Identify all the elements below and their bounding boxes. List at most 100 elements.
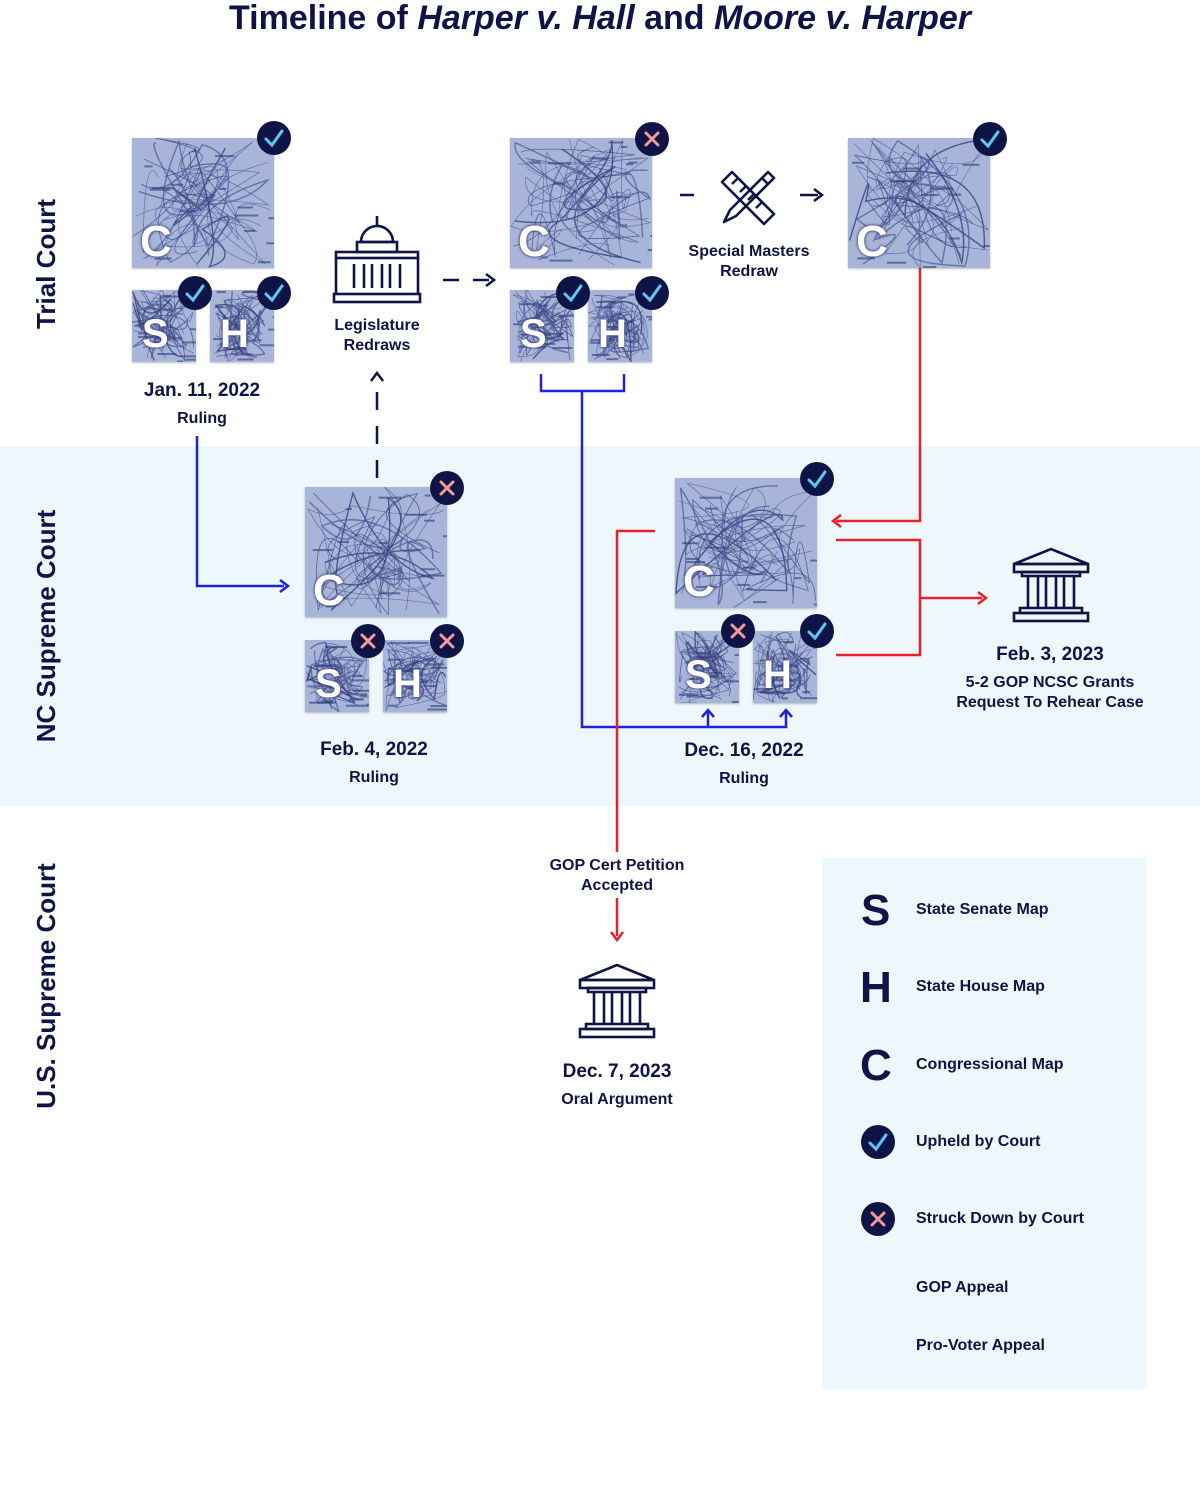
- legend-congress-text: Congressional Map: [916, 1056, 1064, 1073]
- map-letter: S: [315, 662, 342, 706]
- label-ruling: Ruling: [177, 410, 227, 427]
- legend-house-symbol: H: [860, 963, 892, 1012]
- map-letter: H: [393, 662, 422, 706]
- legend: [822, 858, 1147, 1389]
- congressional-map: C: [675, 478, 817, 608]
- ncsc-band: [0, 446, 1200, 806]
- state-senate-map: S: [132, 290, 196, 362]
- x-mark-icon: [635, 122, 669, 156]
- label-oral-argument: Oral Argument: [561, 1091, 673, 1108]
- pro-voter-appeal-line: [539, 374, 788, 729]
- courthouse-icon: [1012, 547, 1090, 623]
- map-texture: [510, 138, 652, 266]
- map-texture: [753, 631, 817, 703]
- courthouse-icon: [578, 963, 656, 1039]
- date-feb-4-2022: Feb. 4, 2022: [320, 739, 428, 760]
- checkmark-icon: [178, 276, 212, 310]
- label-rehear-case: 5-2 GOP NCSC Grants Request To Rehear Ca…: [920, 673, 1180, 713]
- arrowhead: [610, 931, 624, 943]
- arrowhead: [279, 579, 291, 593]
- label-legislature-redraws: Legislature Redraws: [297, 316, 457, 356]
- congressional-map: C: [848, 138, 990, 268]
- map-texture: [848, 138, 990, 268]
- gop-appeal-line: [836, 538, 982, 657]
- capitol-building-icon: [332, 216, 422, 304]
- arrowhead: [977, 591, 989, 605]
- checkmark-icon: [800, 614, 834, 648]
- map-letter: C: [313, 566, 345, 615]
- map-letter: S: [520, 312, 547, 356]
- map-texture: [133, 138, 274, 268]
- map-letter: H: [763, 653, 792, 697]
- x-mark-icon: [721, 614, 755, 648]
- congressional-map: C: [510, 138, 652, 268]
- arrowhead: [485, 273, 497, 287]
- x-mark-icon: [351, 624, 385, 658]
- gop-appeal-line: [615, 529, 655, 936]
- label-ruling: Ruling: [349, 769, 399, 786]
- checkmark-icon: [257, 276, 291, 310]
- date-dec-7-2023: Dec. 7, 2023: [562, 1061, 672, 1082]
- checkmark-icon: [973, 122, 1007, 156]
- checkmark-icon: [556, 276, 590, 310]
- legend-struck-text: Struck Down by Court: [916, 1210, 1085, 1227]
- label-line: 5-2 GOP NCSC Grants: [965, 674, 1135, 691]
- map-texture: [383, 640, 447, 712]
- label-line: Special Masters: [688, 243, 810, 260]
- title-and: and: [634, 0, 714, 37]
- label-ruling: Ruling: [719, 770, 769, 787]
- map-letter: S: [685, 653, 712, 697]
- x-mark-icon: [861, 1202, 895, 1236]
- legend-house-text: State House Map: [916, 978, 1045, 995]
- title-case-1: Harper v. Hall: [417, 0, 635, 37]
- map-texture: [305, 641, 369, 712]
- label-cert-petition: GOP Cert Petition Accepted: [517, 856, 717, 896]
- state-house-map: H: [588, 290, 652, 362]
- label-line: Request To Rehear Case: [956, 694, 1144, 711]
- map-letter: H: [598, 312, 627, 356]
- map-texture: [306, 487, 447, 616]
- map-texture: [588, 292, 652, 362]
- title-prefix: Timeline of: [229, 0, 418, 37]
- arrowhead: [830, 514, 842, 528]
- x-mark-icon: [430, 624, 464, 658]
- map-letter: C: [140, 217, 172, 266]
- pencil-ruler-icon: [720, 170, 776, 226]
- label-line: Redraw: [720, 263, 778, 280]
- legend-senate-text: State Senate Map: [916, 901, 1049, 918]
- congressional-map: C: [132, 138, 274, 268]
- gop-appeal-line: [836, 268, 922, 523]
- map-letter: C: [856, 217, 888, 266]
- map-texture: [512, 290, 574, 362]
- checkmark-icon: [861, 1125, 895, 1159]
- label-special-masters-redraw: Special Masters Redraw: [669, 242, 829, 282]
- map-texture: [132, 290, 196, 362]
- map-letter: S: [142, 312, 169, 356]
- state-senate-map: S: [675, 631, 739, 703]
- label-line: Accepted: [580, 877, 654, 894]
- checkmark-icon: [257, 121, 291, 155]
- map-letter: H: [220, 312, 249, 356]
- congressional-map: C: [305, 487, 447, 617]
- legend-upheld-text: Upheld by Court: [916, 1133, 1041, 1150]
- arrowhead: [813, 188, 825, 202]
- label-line: Redraws: [343, 337, 411, 354]
- legend-gop-text: GOP Appeal: [916, 1279, 1009, 1296]
- label-line: GOP Cert Petition: [549, 857, 685, 874]
- date-dec-16-2022: Dec. 16, 2022: [684, 740, 804, 761]
- date-feb-3-2023: Feb. 3, 2023: [996, 644, 1104, 665]
- map-letter: C: [683, 557, 715, 606]
- map-texture: [675, 631, 739, 703]
- map-letter: C: [518, 217, 550, 266]
- map-texture: [675, 482, 817, 608]
- checkmark-icon: [635, 276, 669, 310]
- page-title: Timeline of Harper v. Hall and Moore v. …: [0, 0, 1200, 36]
- pro-voter-appeal-line: [195, 436, 284, 588]
- legend-voter-text: Pro-Voter Appeal: [916, 1337, 1045, 1354]
- title-case-2: Moore v. Harper: [714, 0, 971, 37]
- label-line: Legislature: [334, 317, 420, 334]
- arrowhead: [701, 708, 793, 718]
- legend-congress-symbol: C: [860, 1041, 892, 1090]
- checkmark-icon: [800, 462, 834, 496]
- legend-senate-symbol: S: [861, 886, 891, 935]
